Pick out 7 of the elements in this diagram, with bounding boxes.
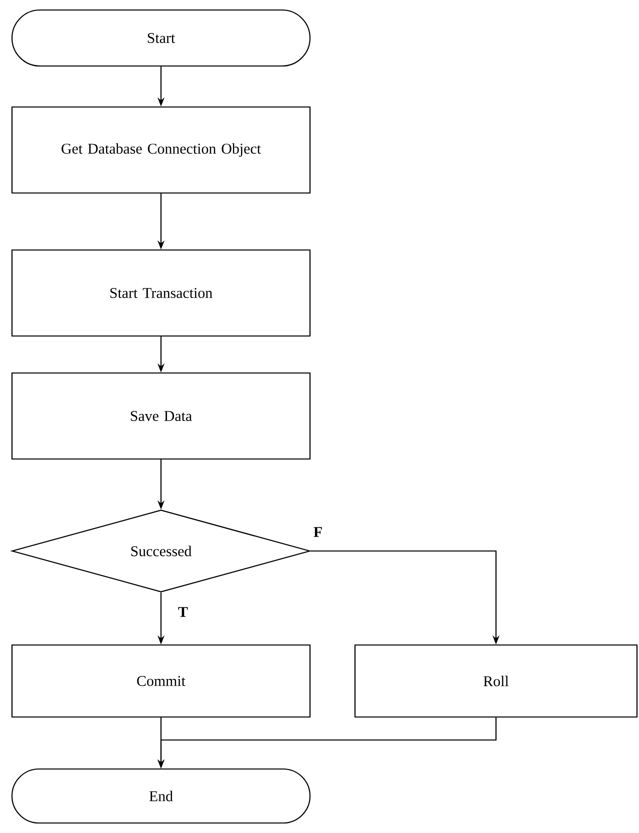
process-box: Get Database Connection Object [11,106,311,194]
process-box: Commit [11,644,311,718]
process-box: Save Data [11,372,311,460]
edge-label: T [177,606,189,618]
edge-label: F [312,526,324,538]
process-box: Start Transaction [11,249,311,337]
process-box: Roll [354,644,638,718]
